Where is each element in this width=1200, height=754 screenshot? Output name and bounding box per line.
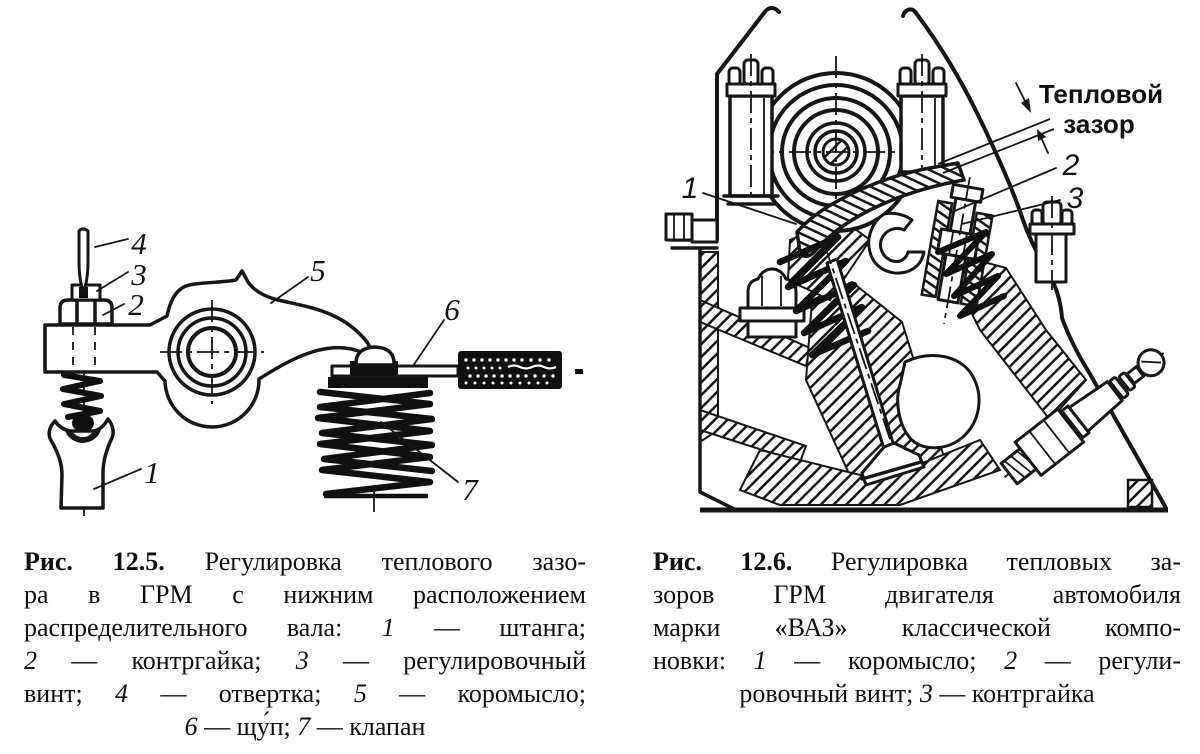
figure-12-5-diagram: 4 3 2 5 6 1 7 [43, 226, 583, 516]
part-number: 4 [115, 679, 129, 708]
caption-text: — клапан [310, 712, 426, 741]
diagrams-canvas: 4 3 2 5 6 1 7 [43, 6, 1168, 516]
caption-text: — отвертка; [128, 679, 354, 708]
stud-bolt-left [722, 54, 780, 206]
callout-1: 1 [144, 455, 160, 490]
thermal-gap-label-line2: зазор [1063, 109, 1134, 139]
figure-12-5-caption: Рис. 12.5. Регулировка теплового зазо- р… [24, 545, 586, 743]
part-number: 3 [919, 679, 933, 708]
caption-line: ра в ГРМ с нижним расположением [24, 578, 586, 611]
pushrod-upper-end [47, 414, 115, 510]
part-number: 3 [295, 646, 309, 675]
callout-leaders [93, 238, 459, 490]
spark-plug [999, 348, 1166, 486]
caption-text: — контргайка [932, 679, 1095, 708]
valve-spring [314, 377, 436, 514]
caption-text: — коромысло; [766, 646, 1005, 675]
callout-3: 3 [130, 257, 147, 292]
figure-12-6-diagram: Тепловой зазор 1 2 3 [664, 6, 1168, 513]
caption-text: распределительного вала: [24, 613, 382, 642]
caption-line: марки «ВАЗ» классической компо- [653, 611, 1181, 644]
stud-bolt-right [896, 54, 948, 174]
part-number: 6 [184, 712, 198, 741]
rocker-shaft-boss [160, 300, 264, 404]
caption-line: 6 — щу́п; 7 — клапан [24, 710, 586, 743]
side-bracket [664, 212, 719, 244]
combustion-chamber [896, 354, 981, 450]
caption-line: винт; 4 — отвертка; 5 — коромысло; [24, 677, 586, 710]
valve-assembly [776, 233, 926, 487]
callout-3: 3 [1067, 182, 1084, 215]
thermal-gap-dimension [937, 82, 1055, 174]
callout-2: 2 [1062, 149, 1080, 182]
callout-1: 1 [682, 172, 699, 205]
caption-text: — регулировочный [308, 646, 587, 675]
lock-nut-facets [75, 299, 97, 325]
hidden-screw-hole-lines [72, 327, 96, 370]
callout-6: 6 [444, 292, 460, 327]
lock-nut [58, 298, 114, 326]
caption-text: — коромысло; [366, 679, 586, 708]
caption-text: ровочный винт; [739, 679, 920, 708]
screw-slot [79, 287, 88, 298]
valve-stem-cap [354, 345, 396, 367]
thermal-gap-label-line1: Тепловой [1039, 79, 1163, 109]
callout-leaders [702, 167, 1061, 225]
callout-7: 7 [462, 472, 479, 507]
part-number: 1 [381, 613, 395, 642]
caption-text: — регули- [1017, 646, 1181, 675]
part-number: 2 [24, 646, 37, 675]
part-number: 1 [753, 646, 767, 675]
callout-2: 2 [128, 287, 144, 322]
caption-text: новки: [653, 646, 754, 675]
caption-text: марки «ВАЗ» классической компо- [653, 613, 1181, 642]
caption-line: Рис. 12.6. Регулировка тепловых за- [653, 545, 1181, 578]
head-outline-right [901, 7, 1168, 510]
callout-5: 5 [310, 253, 326, 288]
part-number: 5 [353, 679, 367, 708]
caption-text: — штанга; [394, 613, 586, 642]
caption-text: — щу́п; [197, 712, 298, 741]
head-outline-left [715, 6, 781, 242]
caption-line: новки: 1 — коромысло; 2 — регули- [653, 644, 1181, 677]
caption-text: Регулировка теплового зазо- [164, 547, 586, 576]
screw-ball-end [72, 414, 94, 432]
caption-line: распределительного вала: 1 — штанга; [24, 611, 586, 644]
adjusting-screw-thread [60, 372, 104, 420]
screwdriver-blade [77, 227, 90, 290]
second-valve-spring [935, 229, 1007, 319]
figure-number: Рис. 12.5. [24, 547, 165, 576]
pedestal-nut [738, 267, 806, 339]
caption-text: Регулировка тепловых за- [792, 547, 1181, 576]
caption-text: винт; [24, 679, 116, 708]
part-number: 2 [1004, 646, 1018, 675]
spring-retainer [867, 211, 926, 275]
part-number: 7 [297, 712, 311, 741]
callout-4: 4 [131, 226, 147, 261]
figure-12-6-caption: Рис. 12.6. Регулировка тепловых за- зоро… [653, 545, 1181, 710]
figure-number: Рис. 12.6. [653, 547, 793, 576]
caption-text: ра в ГРМ с нижним расположением [24, 580, 586, 609]
feeler-gauge-handle [458, 351, 583, 389]
caption-line: зоров ГРМ двигателя автомобиля [653, 578, 1181, 611]
caption-text: зоров ГРМ двигателя автомобиля [653, 580, 1181, 609]
caption-line: 2 — контргайка; 3 — регулировочный [24, 644, 586, 677]
rocker-arm [795, 161, 966, 259]
caption-line: Рис. 12.5. Регулировка теплового зазо- [24, 545, 586, 578]
caption-text: — контргайка; [37, 646, 296, 675]
caption-line: ровочный винт; 3 — контргайка [653, 677, 1181, 710]
